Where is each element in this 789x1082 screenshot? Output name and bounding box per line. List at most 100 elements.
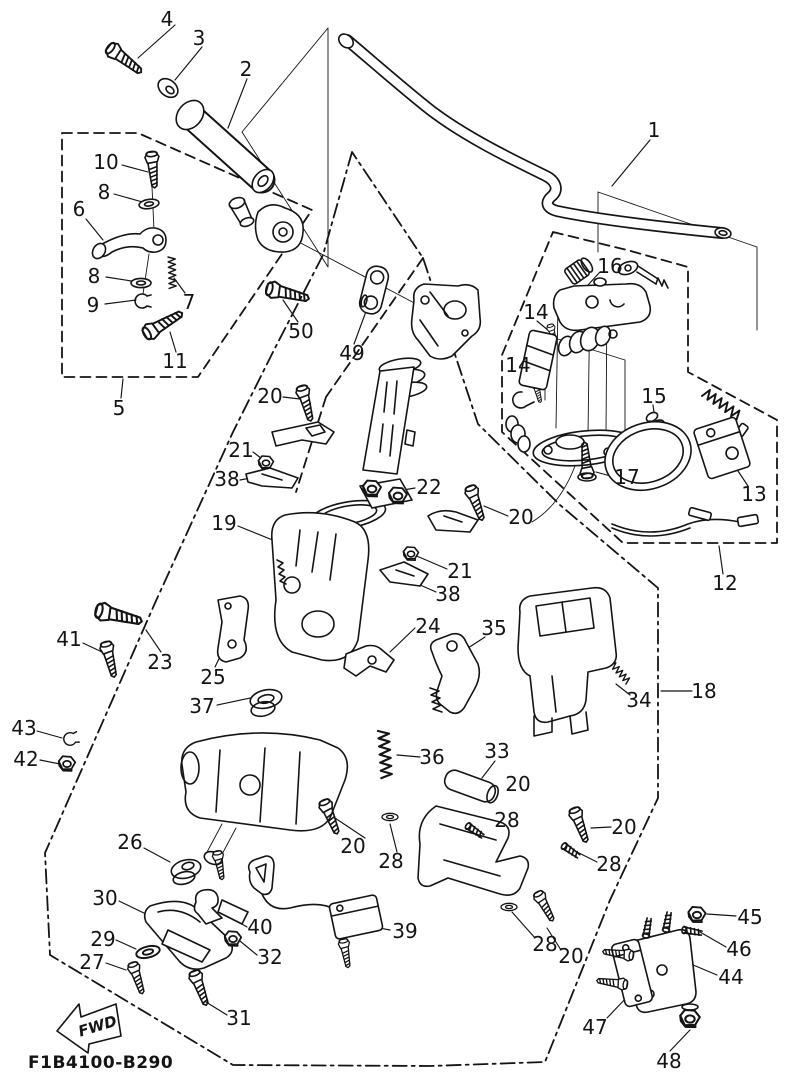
part-number-label: 14	[523, 300, 549, 324]
screw-20e-art	[530, 888, 559, 925]
part-number-label: 6	[72, 197, 86, 221]
group5-lever-art	[91, 150, 188, 344]
part-number-label: 14	[505, 353, 531, 377]
group-5-border	[61, 132, 313, 378]
roller-33-art	[417, 769, 530, 896]
bolt-27-art	[125, 959, 150, 997]
grip-tube-art	[175, 99, 276, 194]
part-number-label: 24	[415, 614, 441, 638]
link-49-art	[358, 265, 390, 315]
part-number-label: 20	[558, 944, 584, 968]
part-number-label: 31	[226, 1006, 252, 1030]
part-number-label: 16	[597, 254, 623, 278]
bolt-31-art	[186, 967, 214, 1009]
part-number-label: 39	[392, 919, 418, 943]
part-number-label: 49	[339, 341, 365, 365]
group-12-border	[501, 231, 778, 544]
bushing-26-art	[170, 849, 229, 886]
part-number-label: 11	[162, 349, 188, 373]
diagram-code: F1B4100-B290	[28, 1053, 174, 1073]
part-number-label: 7	[182, 290, 196, 314]
bracket-25-art	[216, 595, 250, 663]
fwd-arrow: FWD	[56, 1003, 122, 1054]
bolt-50-art	[263, 278, 312, 308]
part-number-label: 27	[79, 950, 105, 974]
part-number-label: 38	[214, 467, 240, 491]
part-number-label: 20	[257, 384, 283, 408]
stud-28e-art	[559, 841, 582, 861]
ratchet-35-art	[429, 632, 481, 715]
part-number-label: 37	[189, 694, 215, 718]
friction-plate-30-art	[143, 900, 234, 970]
bolt-17-art	[576, 440, 597, 482]
bolt-23-art	[92, 600, 146, 632]
handlebar-art	[337, 33, 732, 239]
part-number-label: 9	[86, 293, 100, 317]
part-number-label: 23	[147, 650, 173, 674]
part-number-label: 20	[340, 834, 366, 858]
part-number-label: 28	[596, 852, 622, 876]
solenoid-art	[505, 325, 618, 453]
part-number-label: 33	[484, 739, 510, 763]
part-number-label: 28	[532, 932, 558, 956]
part-number-label: 20	[611, 815, 637, 839]
washer-29-art	[134, 942, 162, 962]
part-number-label: 5	[112, 396, 126, 420]
steering-column-art	[362, 357, 428, 475]
part-number-label: 35	[481, 616, 507, 640]
inset-throttle-art	[228, 196, 304, 253]
part-number-label: 13	[741, 482, 767, 506]
part-number-label: 48	[656, 1049, 682, 1073]
clip-43-art	[61, 730, 81, 748]
tilt-latch-18-art	[517, 586, 618, 737]
part-number-label: 19	[211, 511, 237, 535]
part-number-label: 3	[192, 26, 206, 50]
part-number-label: 34	[626, 688, 652, 712]
part-number-label: 18	[691, 679, 717, 703]
part-number-label: 36	[419, 745, 445, 769]
washer-28f-art	[500, 902, 518, 912]
bolt-41-art	[97, 639, 122, 680]
part-number-label: 38	[435, 582, 461, 606]
latch-plate-20b-art	[427, 482, 490, 533]
part-number-label: 32	[257, 945, 283, 969]
pawl-38b-art	[379, 561, 429, 587]
wire-harness-art	[611, 506, 760, 537]
outer-assembly-border	[44, 151, 659, 1067]
part-number-label: 10	[93, 150, 119, 174]
part-number-label: 42	[13, 747, 39, 771]
washer-3-art	[157, 77, 179, 99]
nut-48-art	[679, 1003, 701, 1029]
part-number-label: 46	[726, 937, 752, 961]
part-number-label: 8	[97, 180, 111, 204]
part-number-label: 43	[11, 716, 37, 740]
callout-leader-lines	[36, 24, 749, 1052]
grommet-37-art	[249, 688, 283, 718]
nut-21a-art	[257, 455, 275, 471]
part-number-label: 17	[614, 465, 640, 489]
part-number-label: 40	[247, 915, 273, 939]
clamp-40-art	[193, 888, 249, 925]
part-number-label: 20	[505, 772, 531, 796]
lanyard-grip-art	[247, 855, 337, 911]
part-number-label: 44	[718, 965, 744, 989]
nut-32-art	[223, 930, 243, 947]
part-number-label: 26	[117, 830, 143, 854]
part-number-label: 2	[239, 57, 253, 81]
nut-cluster-22-art	[359, 478, 413, 509]
part-number-label: 20	[508, 505, 534, 529]
part-number-label: 28	[494, 808, 520, 832]
spring-36-art	[376, 729, 394, 780]
part-number-label: 8	[87, 264, 101, 288]
part-number-label: 1	[647, 118, 661, 142]
part-number-label: 15	[641, 384, 667, 408]
fork-24-art	[343, 644, 395, 677]
swivel-housing-19-art	[270, 499, 387, 662]
ignition-coil-13-art	[604, 416, 751, 492]
nut-21b-art	[402, 546, 420, 562]
steering-clamp-bracket-art	[410, 283, 482, 360]
part-number-label: 45	[737, 905, 763, 929]
part-number-label: 30	[92, 886, 118, 910]
